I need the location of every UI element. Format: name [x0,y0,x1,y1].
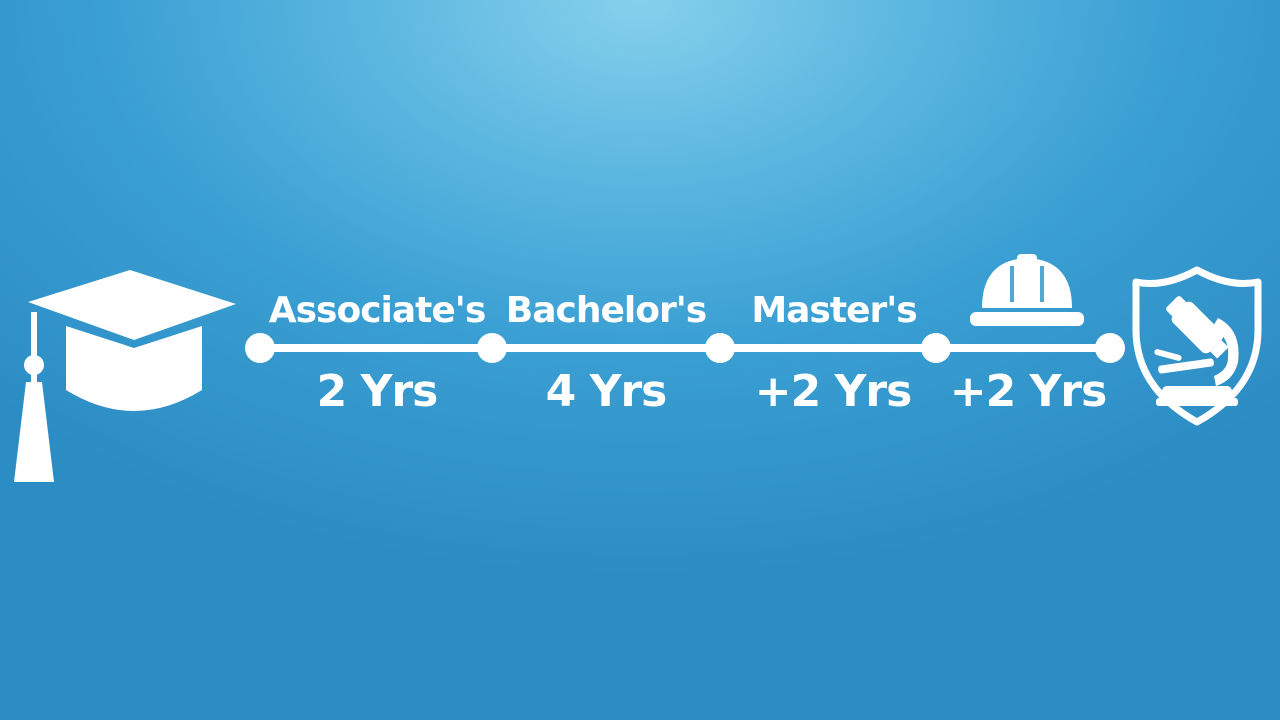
hard-hat-icon [970,254,1084,326]
timeline-node [705,333,735,363]
timeline-node [477,333,507,363]
timeline-node [245,333,275,363]
timeline-node [921,333,951,363]
stage-degree-label: Bachelor's [505,290,707,331]
stage-years-label: 4 Yrs [545,366,668,417]
stage-years-label: +2 Yrs [949,366,1108,417]
graduation-cap-icon [14,270,236,482]
timeline-line [260,344,1111,352]
stage-degree-label: Master's [751,290,917,331]
stage-years-label: +2 Yrs [754,366,913,417]
microscope-shield-icon [1132,266,1262,426]
stage-degree-label: Associate's [268,290,486,331]
stage-years-label: 2 Yrs [316,366,439,417]
timeline-node [1095,333,1125,363]
